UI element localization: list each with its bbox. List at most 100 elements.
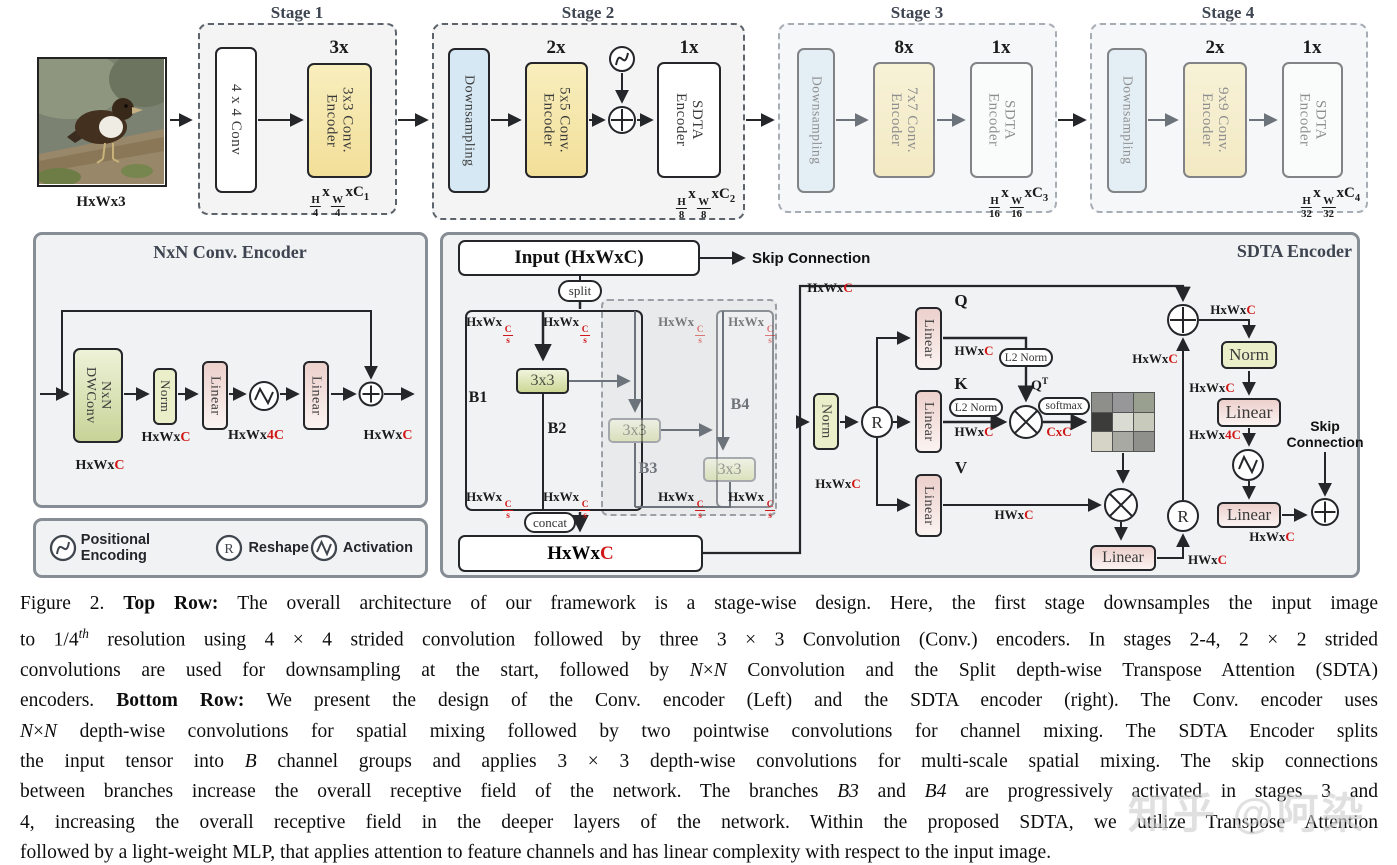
input-image-dim: HxWx3 (76, 194, 126, 210)
stage2-downsampling: Downsampling (448, 48, 490, 193)
svg-text:R: R (225, 542, 235, 557)
reshape-out-dim: HxWxC (1132, 351, 1178, 366)
branch3-conv3x3: 3x3 (608, 418, 661, 443)
attention-map (1091, 392, 1155, 452)
stage3-conv-encoder: 7x7 Conv. Encoder (873, 62, 935, 178)
reshape-icon (1167, 500, 1199, 532)
connector-wires: R R (40, 46, 1339, 559)
q-transpose-label: QT (1031, 377, 1049, 394)
caption-line: N×N depth-wise convolutions for spatial … (20, 720, 1378, 742)
conv-linear2-block: Linear (303, 361, 329, 430)
figure-caption: Figure 2. Top Row: The overall architect… (20, 589, 1378, 865)
q-l2norm-node: L2 Norm (999, 348, 1053, 367)
sdta-norm-dim: HxWxC (815, 476, 861, 491)
stage3-encoder-mult: 8x (894, 37, 914, 58)
sdta-norm-block: Norm (813, 393, 839, 450)
stage3-sdta-mult: 1x (991, 37, 1011, 58)
stage1-stem-conv: 4 x 4 Conv (215, 47, 257, 193)
softmax-node: softmax (1038, 397, 1090, 415)
attention-map-cell (1113, 432, 1133, 451)
watermark: 知乎 @阿染 (1128, 790, 1367, 837)
caption-line: encoders. Bottom Row: We present the des… (20, 690, 1378, 712)
q-dim: HWxC (954, 343, 994, 358)
branch2-conv3x3: 3x3 (516, 368, 569, 394)
branch2-label: B2 (547, 420, 567, 437)
caption-line: to 1/4th resolution using 4 × 4 strided … (20, 626, 1378, 651)
attention-map-cell (1092, 412, 1112, 432)
conv-norm-dim: HxWxC (141, 430, 191, 445)
attention-map-dim: CxC (1046, 424, 1072, 439)
legend-item-activation: Activation (309, 533, 413, 563)
mlp-norm-block: Norm (1221, 341, 1277, 369)
dwconv-input-dim: HxWxC (75, 458, 125, 473)
stage2-encoder-mult: 2x (546, 37, 566, 58)
mlp-mid-dim: HxWx4C (1188, 427, 1242, 442)
mlp-linear2-block: Linear (1217, 502, 1281, 528)
attention-map-cell (1134, 412, 1154, 432)
stage2-conv-encoder: 5x5 Conv. Encoder (525, 62, 588, 178)
sdta-concat-output-box: HxWxC (458, 535, 703, 572)
conv-mid-dim: HxWx4C (227, 428, 285, 443)
stage3-sdta-encoder: SDTA Encoder (970, 62, 1033, 178)
attn-out-linear-block: Linear (1090, 545, 1156, 571)
conv-norm-block: Norm (153, 368, 177, 425)
attention-map-cell (1113, 393, 1133, 412)
v-dim: HWxC (994, 507, 1034, 522)
caption-line: 4, increasing the overall receptive fiel… (20, 811, 1378, 833)
concat-node: concat (524, 512, 576, 533)
stage3-title: Stage 3 (890, 3, 944, 22)
skip-connection-right-label: Skip Connection (1286, 418, 1364, 451)
conv-output-dim: HxWxC (363, 428, 413, 443)
attention-map-cell (1092, 432, 1112, 451)
stage4-downsampling: Downsampling (1107, 48, 1147, 193)
stage3-downsampling: Downsampling (797, 48, 835, 193)
conv-panel-title: NxN Conv. Encoder (153, 242, 307, 262)
k-label: K (954, 374, 968, 393)
caption-line: Figure 2. Top Row: The overall architect… (20, 593, 1378, 614)
k-linear-block: Linear (915, 390, 942, 453)
stage1-encoder-mult: 3x (329, 37, 349, 58)
attention-map-cell (1134, 432, 1154, 451)
caption-line: followed by a light-weight MLP, that app… (20, 841, 1052, 863)
stage4-sdta-encoder: SDTA Encoder (1282, 62, 1343, 178)
stage4-encoder-mult: 2x (1205, 37, 1225, 58)
caption-line: convolutions are used for downsampling a… (20, 660, 1378, 682)
branch4-conv3x3: 3x3 (703, 457, 756, 482)
attention-map-cell (1134, 393, 1154, 412)
stage4-sdta-mult: 1x (1302, 37, 1322, 58)
legend-panel: Positional Encoding R Reshape Activation (33, 518, 428, 578)
stage2-sdta-mult: 1x (679, 37, 699, 58)
input-bird-image (14, 49, 179, 187)
activation-icon (310, 534, 338, 562)
mlp-linear1-block: Linear (1217, 398, 1281, 427)
v-linear-block: Linear (915, 474, 942, 537)
caption-line: between branches increase the overall re… (20, 781, 1379, 803)
k-dim: HWxC (954, 424, 994, 439)
mlp-in-dim: HxWxC (1189, 380, 1235, 395)
branch4-label: B4 (730, 396, 750, 413)
branch3-label: B3 (638, 460, 658, 477)
legend-item-positional-encoding: Positional Encoding (48, 532, 214, 564)
k-l2norm-node: L2 Norm (949, 398, 1003, 417)
positional-encoding-icon (49, 534, 77, 562)
residual-out-dim: HxWxC (1210, 302, 1256, 317)
sdta-b1b2-rect (465, 310, 643, 511)
legend-item-reshape: R Reshape (214, 533, 309, 563)
stage4-conv-encoder: 9x9 Conv. Encoder (1183, 62, 1247, 178)
conv-linear1-block: Linear (202, 361, 228, 430)
attention-map-cell (1113, 412, 1133, 432)
stage1-conv-encoder: 3x3 Conv. Encoder (307, 63, 372, 178)
stage2-sdta-encoder: SDTA Encoder (657, 62, 721, 178)
